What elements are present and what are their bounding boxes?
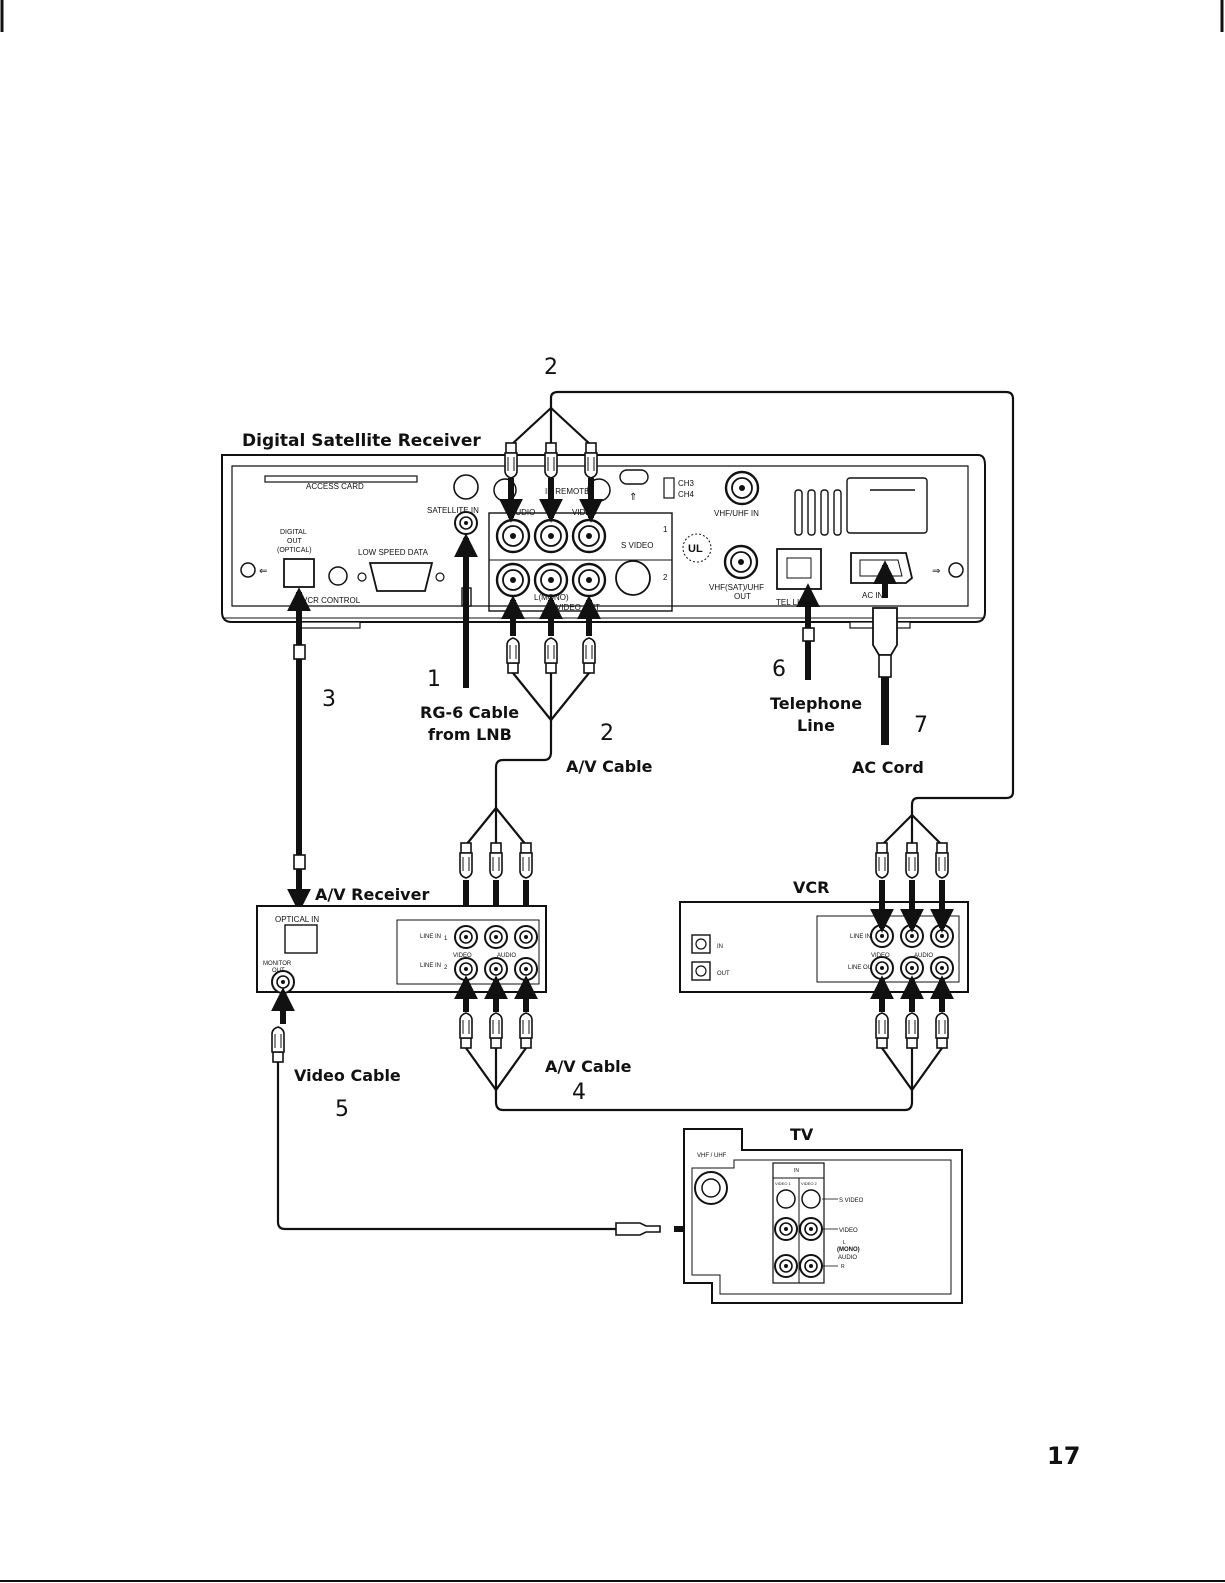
tv-l-label: L (843, 1240, 846, 1246)
av-cable-4-label: A/V Cable (545, 1057, 632, 1076)
row-1-label: 1 (663, 525, 668, 534)
callout-2-mid: 2 (600, 721, 614, 746)
optical-in-label: OPTICAL IN (275, 915, 319, 924)
callout-7: 7 (914, 713, 928, 738)
callout-6: 6 (772, 657, 786, 682)
rg6-cable: 1 RG-6 Cable from LNB (420, 533, 519, 744)
telephone-label-2: Line (797, 716, 835, 735)
s-video-label: S VIDEO (621, 541, 653, 550)
vcr-line-out-label: LINE OUT (848, 965, 876, 971)
access-card-label: ACCESS CARD (306, 482, 364, 491)
line-in-2-label: LINE IN (420, 963, 441, 969)
page-number: 17 (1047, 1442, 1080, 1470)
callout-2-top: 2 (544, 355, 558, 380)
telephone-cable: 6 Telephone Line (770, 583, 862, 735)
video-out-label: VIDEO OUT (556, 603, 600, 612)
satellite-receiver: Digital Satellite Receiver ACCESS CARD ⇐… (221, 431, 986, 629)
callout-1: 1 (427, 667, 441, 692)
tv-video-label: VIDEO (839, 1228, 858, 1234)
vcr-out-label: OUT (717, 971, 730, 977)
av-cable-2-mid: 2 A/V Cable (454, 595, 653, 933)
line-in-1-number: 1 (444, 936, 448, 942)
tv-title: TV (790, 1125, 814, 1144)
tv-in-label: IN (794, 1168, 799, 1174)
rg6-label-2: from LNB (428, 725, 512, 744)
callout-5: 5 (335, 1097, 349, 1122)
av-cable-2-label: A/V Cable (566, 757, 653, 776)
ch4-label: CH4 (678, 490, 695, 499)
av-audio-label: AUDIO (497, 953, 516, 959)
av-cable-2-top: 2 (499, 355, 1015, 815)
av-cable-4: A/V Cable 4 (454, 975, 954, 1112)
video-cable-label: Video Cable (294, 1066, 401, 1085)
tv-s-video-label: S VIDEO (839, 1198, 864, 1204)
optical-in-port (284, 924, 318, 954)
svg-text:⇑: ⇑ (629, 492, 637, 503)
tv-r-label: R (841, 1264, 845, 1270)
callout-4: 4 (572, 1080, 586, 1105)
ac-cord-label: AC Cord (852, 758, 924, 777)
ch3-label: CH3 (678, 479, 695, 488)
tv-mono-label: (MONO) (837, 1247, 860, 1253)
vcr-control-jack (328, 566, 348, 586)
svg-text:⇒: ⇒ (932, 566, 940, 577)
tel-line-label: TEL LINE (776, 598, 810, 607)
digital-out-label-3: (OPTICAL) (277, 547, 312, 554)
callout-3: 3 (322, 687, 336, 712)
tv-video1-label: VIDEO 1 (775, 1181, 792, 1186)
ch3-ch4-switch (663, 477, 675, 499)
row-2-label: 2 (663, 573, 668, 582)
s-video-port (615, 560, 651, 596)
vhf-sat-uhf-out-label-2: OUT (734, 592, 751, 601)
monitor-out-label-1: MONITOR (263, 961, 292, 967)
low-speed-data-label: LOW SPEED DATA (358, 548, 429, 557)
av-video-label: VIDEO (453, 953, 472, 959)
satellite-in-label: SATELLITE IN (427, 506, 479, 515)
av-receiver-title: A/V Receiver (315, 885, 429, 904)
receiver-title: Digital Satellite Receiver (242, 431, 481, 451)
telephone-label-1: Telephone (770, 694, 862, 713)
ul-mark: UL (688, 543, 703, 555)
tv: TV VHF / UHF IN VIDEO 1 VIDEO 2 S VIDEO … (683, 1125, 963, 1304)
rg6-label-1: RG-6 Cable (420, 703, 519, 722)
vcr-input-cable (870, 814, 954, 933)
svg-text:⇐: ⇐ (259, 566, 267, 577)
vcr-in-label: IN (717, 944, 723, 950)
vhf-uhf-in-label: VHF/UHF IN (714, 509, 759, 518)
vhf-sat-uhf-out-label-1: VHF(SAT)/UHF (709, 583, 764, 592)
digital-out-label-1: DIGITAL (280, 529, 307, 536)
digital-optical-out-port (283, 558, 315, 588)
ac-in-label: AC IN~ (862, 591, 888, 600)
tv-vhf-uhf-label: VHF / UHF (697, 1153, 727, 1159)
tv-audio-label: AUDIO (838, 1255, 857, 1261)
ir-remote-label: IR REMOTE (545, 487, 589, 496)
digital-out-label-2: OUT (287, 538, 303, 545)
vcr-video-label: VIDEO (871, 953, 890, 959)
line-in-2-number: 2 (444, 965, 448, 971)
vcr-title: VCR (793, 878, 829, 897)
vcr-control-label: VCR CONTROL (302, 596, 361, 605)
vcr-line-in-label: LINE IN (850, 934, 871, 940)
tel-line-port (776, 548, 822, 590)
vcr: VCR IN OUT LINE IN LINE OUT VIDEO AUDIO (679, 878, 969, 993)
line-in-1-label: LINE IN (420, 934, 441, 940)
tv-video2-label: VIDEO 2 (801, 1181, 818, 1186)
vcr-audio-label: AUDIO (914, 953, 933, 959)
tv-body (683, 1128, 963, 1304)
optical-cable: 3 (287, 587, 336, 913)
low-speed-data-port (368, 562, 434, 592)
ac-cord: 7 AC Cord (852, 560, 928, 777)
